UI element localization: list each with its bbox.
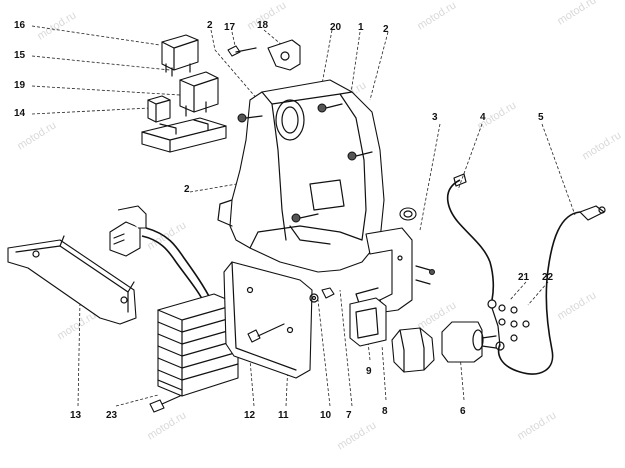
cable-4: [446, 173, 501, 347]
watermark: motod.ru: [145, 219, 188, 252]
grommet: [399, 207, 417, 221]
callout-label: 2: [184, 184, 190, 195]
leader-line: [210, 29, 259, 101]
callout-label: 9: [366, 366, 372, 377]
callout-label: 15: [14, 50, 26, 61]
clip-9: [349, 297, 387, 347]
callout-label: 4: [480, 112, 486, 123]
watermark: motod.ru: [15, 119, 58, 152]
component-6: [441, 321, 497, 363]
washer-10: [309, 293, 319, 303]
callout-label: 18: [257, 20, 269, 31]
relay-15: [179, 71, 219, 117]
callout-label: 10: [320, 410, 332, 421]
screw-11: [247, 323, 285, 343]
clip-18: [267, 39, 301, 71]
leader-line: [31, 85, 181, 96]
callout-label: 3: [432, 112, 438, 123]
main-bracket-1: [217, 79, 385, 273]
callout-label: 17: [224, 22, 236, 33]
leader-line: [419, 123, 441, 231]
leader-line: [509, 281, 527, 301]
callout-label: 11: [278, 410, 289, 421]
leader-line: [457, 123, 483, 191]
regulator-block: [157, 293, 239, 397]
callout-label: 19: [14, 80, 26, 91]
callout-label: 12: [244, 410, 256, 421]
watermark: motod.ru: [580, 129, 623, 162]
leader-line: [527, 281, 549, 306]
cap-8: [391, 327, 435, 373]
watermark: motod.ru: [145, 409, 188, 442]
watermark: motod.ru: [555, 289, 598, 322]
relay-base-14: [141, 117, 227, 153]
screw-17: [227, 45, 257, 57]
callout-label: 14: [14, 108, 26, 119]
watermark: motod.ru: [415, 0, 458, 33]
callout-label: 2: [207, 20, 213, 31]
leader-line: [317, 299, 331, 407]
leader-line: [189, 179, 261, 193]
watermark: motod.ru: [555, 0, 598, 28]
cable-5: [495, 205, 606, 375]
callout-label: 22: [542, 272, 554, 283]
callout-label: 5: [538, 112, 544, 123]
callout-label: 16: [14, 20, 26, 31]
plate-12: [223, 261, 313, 379]
watermark: motod.ru: [515, 409, 558, 442]
callout-labels: 16 2 17 18 20 1 2 15 19 14 3 4 5 2 21 22…: [14, 20, 554, 421]
callout-label: 21: [518, 272, 530, 283]
watermark: motod.ru: [55, 309, 98, 342]
leader-line: [541, 123, 576, 216]
callout-label: 20: [330, 22, 342, 33]
leader-line: [31, 25, 161, 46]
watermark: motod.ru: [335, 419, 378, 452]
leader-line: [249, 359, 255, 407]
callout-label: 7: [346, 410, 352, 421]
leader-line: [349, 31, 361, 101]
leader-line: [263, 29, 283, 46]
callout-label: 1: [358, 22, 364, 33]
leader-line: [77, 299, 81, 407]
bolt-23: [149, 395, 181, 413]
watermark: motod.ru: [35, 9, 78, 42]
leader-line: [31, 55, 171, 71]
callout-label: 13: [70, 410, 82, 421]
leader-lines: [31, 25, 576, 407]
washers-nuts: [498, 304, 530, 342]
leader-line: [115, 394, 159, 407]
leader-line: [339, 289, 353, 407]
relay-19: [147, 95, 171, 123]
relay-16: [161, 34, 199, 77]
mounting-plate-13: [7, 235, 137, 325]
nut-7: [321, 287, 335, 299]
leader-line: [31, 107, 151, 115]
harness-connector: [109, 205, 213, 307]
callout-label: 8: [382, 406, 388, 417]
callout-label: 23: [106, 410, 118, 421]
callout-label: 2: [383, 24, 389, 35]
leader-line: [369, 31, 389, 101]
callout-label: 6: [460, 406, 466, 417]
leader-line: [381, 344, 387, 401]
